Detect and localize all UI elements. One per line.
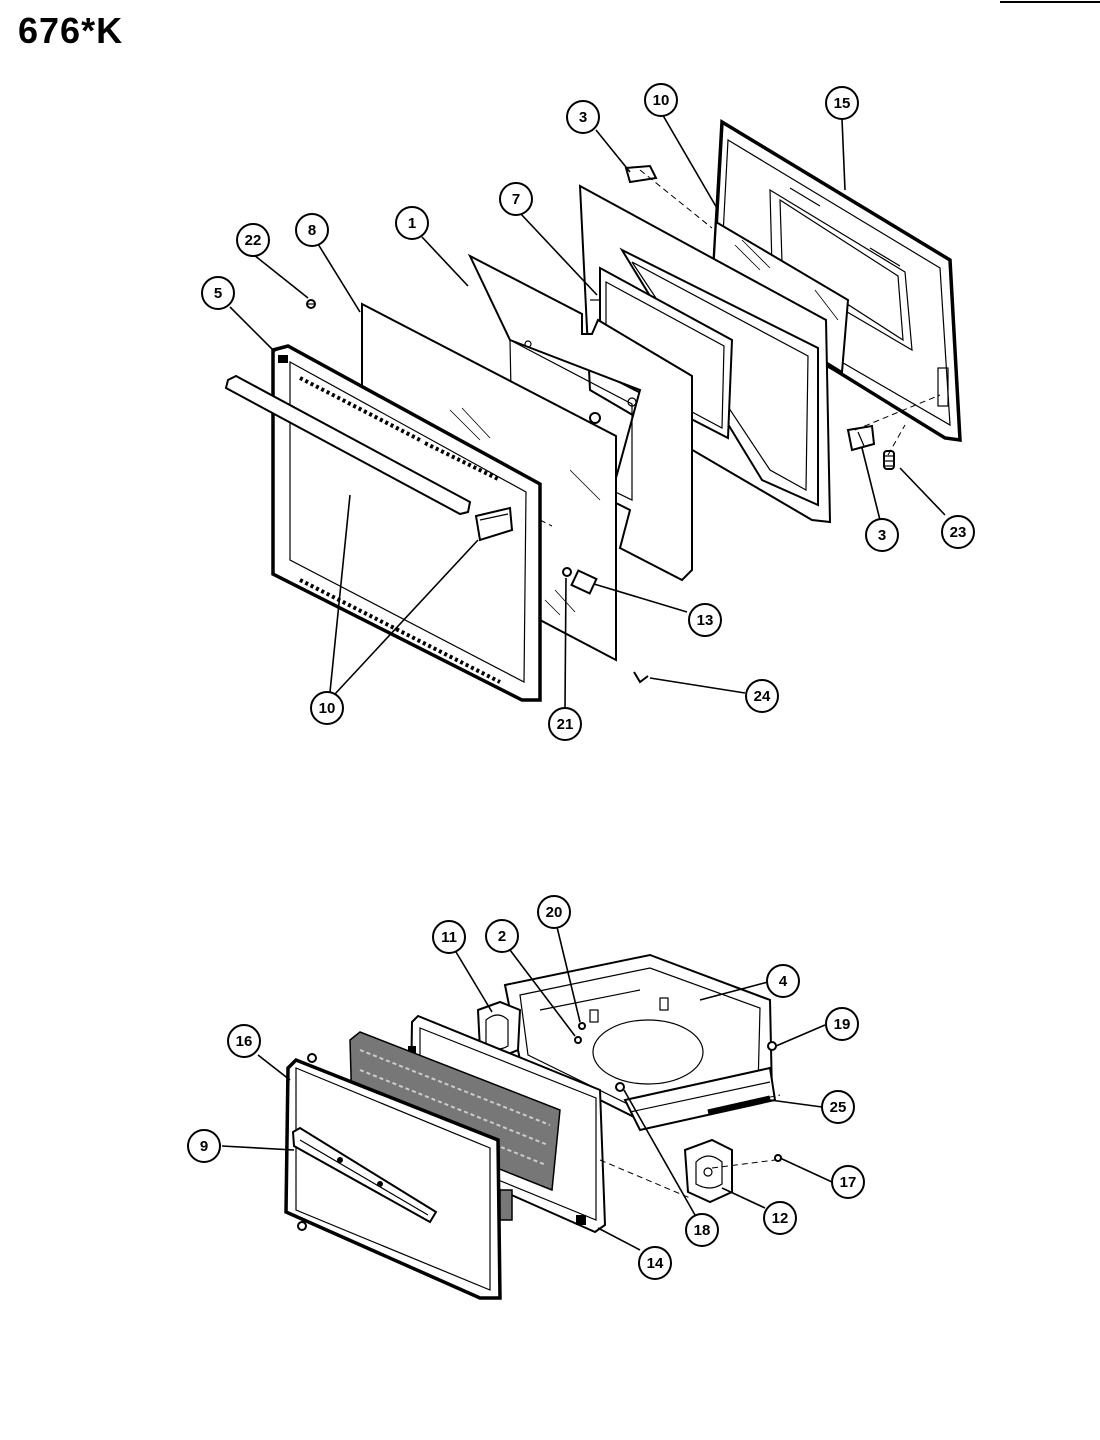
callout-21: 21 (548, 707, 582, 741)
part-clip-3-upper (624, 164, 658, 184)
callout-17: 16 (227, 1024, 261, 1058)
part-screw-22 (306, 299, 316, 309)
callout-2: 2 (485, 919, 519, 953)
svg-text:5: 5 (214, 285, 222, 302)
callout-12: 12 (763, 1201, 797, 1235)
callout-18: 18 (685, 1213, 719, 1247)
part-screw-lower (297, 1221, 307, 1231)
callout-25: 25 (821, 1090, 855, 1124)
part-screw-21 (562, 567, 572, 577)
callout-5: 5 (201, 276, 235, 310)
part-door-handle-10 (224, 374, 514, 542)
part-rod-25 (707, 1095, 771, 1115)
callout-15: 15 (825, 86, 859, 120)
callout-9: 9 (187, 1129, 221, 1163)
callout-22: 22 (236, 223, 270, 257)
svg-text:19: 19 (834, 1016, 851, 1033)
model-code-title: 676*K (18, 10, 124, 51)
part-drawer-handle-9 (291, 1126, 438, 1224)
callout-16: 17 (831, 1165, 865, 1199)
svg-text:10: 10 (653, 92, 670, 109)
svg-text:25: 25 (830, 1099, 847, 1116)
svg-text:17: 17 (840, 1174, 857, 1191)
storage-drawer-assembly (284, 953, 782, 1300)
svg-text:16: 16 (236, 1033, 253, 1050)
svg-text:3: 3 (579, 109, 587, 126)
callout-14: 14 (638, 1246, 672, 1280)
callout-19: 19 (825, 1007, 859, 1041)
callout-23: 23 (941, 515, 975, 549)
callout-8: 8 (295, 213, 329, 247)
part-screw-19 (767, 1041, 777, 1051)
leader-lines (221, 111, 946, 1251)
callout-10: 10 (310, 691, 344, 725)
callout-13: 13 (688, 603, 722, 637)
svg-text:2: 2 (498, 928, 506, 945)
svg-text:18: 18 (694, 1222, 711, 1239)
part-screw-upper (307, 1053, 317, 1063)
part-screw-20 (578, 1022, 586, 1030)
callout-3-upper: 3 (566, 100, 600, 134)
callout-11: 11 (432, 920, 466, 954)
svg-text:23: 23 (950, 524, 967, 541)
callout-3-lower: 3 (865, 518, 899, 552)
callout-7: 10 (644, 83, 678, 117)
svg-text:3: 3 (878, 527, 886, 544)
callout-6: 7 (499, 182, 533, 216)
svg-text:21: 21 (557, 716, 574, 733)
part-drawer-front-17 (284, 1057, 502, 1300)
part-spring-23 (883, 450, 895, 470)
svg-text:10: 10 (319, 700, 336, 717)
svg-text:1: 1 (408, 215, 416, 232)
svg-text:9: 9 (200, 1138, 208, 1155)
callout-24: 24 (745, 679, 779, 713)
svg-text:12: 12 (772, 1210, 789, 1227)
svg-text:7: 7 (512, 191, 520, 208)
part-screw-2 (574, 1036, 582, 1044)
oven-door-assembly (224, 118, 962, 702)
callout-1: 1 (395, 206, 429, 240)
svg-text:11: 11 (441, 929, 457, 946)
svg-text:13: 13 (697, 612, 714, 629)
callout-20: 20 (537, 895, 571, 929)
svg-text:20: 20 (546, 904, 563, 921)
svg-text:14: 14 (647, 1255, 664, 1272)
callout-4: 4 (766, 964, 800, 998)
svg-text:8: 8 (308, 222, 316, 239)
part-clip-24 (633, 671, 649, 684)
svg-text:4: 4 (779, 973, 788, 990)
part-screw-18 (615, 1082, 625, 1092)
part-clip-3-lower (846, 424, 876, 452)
part-label-plate-13 (570, 569, 598, 595)
part-slide-bracket-12 (683, 1138, 733, 1204)
part-door-frame-6 (578, 184, 832, 524)
svg-text:22: 22 (245, 232, 262, 249)
svg-text:15: 15 (834, 95, 851, 112)
svg-text:24: 24 (754, 688, 771, 705)
